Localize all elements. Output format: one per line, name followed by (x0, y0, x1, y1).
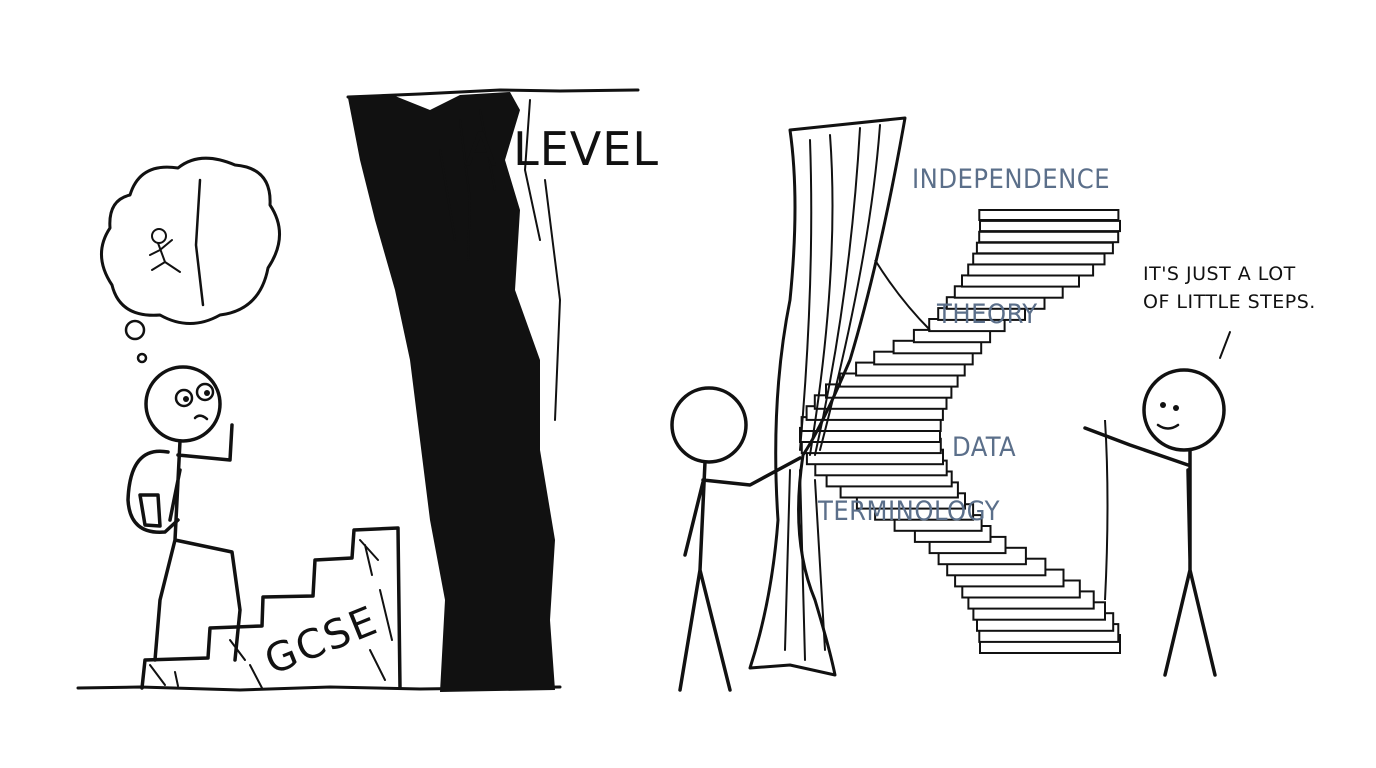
stair-step (975, 241, 1114, 255)
label-independence: INDEPENDENCE (912, 164, 1110, 195)
stair-step (961, 274, 1080, 288)
student-eye-right (195, 382, 215, 402)
stair-rail (874, 259, 1109, 601)
speech-line-2: OF LITTLE STEPS. (1143, 291, 1316, 313)
thought-bubble (100, 156, 281, 364)
stair-step (953, 285, 1064, 299)
pointing-figure (1083, 331, 1231, 677)
left-panel: GCSE A LEVEL (76, 88, 659, 692)
label-terminology: TERMINOLOGY (817, 496, 1000, 527)
curtain (748, 116, 907, 677)
gcse-label: GCSE (259, 598, 385, 685)
worried-student (126, 365, 242, 662)
student-eye-left (174, 388, 194, 408)
gcse-steps: GCSE (140, 526, 402, 690)
stair-step (978, 209, 1120, 221)
cliff-top-edge (346, 88, 640, 99)
cliff-shadow (348, 92, 555, 692)
a-level-label: A LEVEL (465, 122, 659, 176)
a-level-cliff: A LEVEL (346, 88, 659, 692)
backpack (126, 449, 180, 534)
stair-step (978, 230, 1120, 244)
speech-line-1: IT'S JUST A LOT (1143, 263, 1296, 285)
stair-step (972, 252, 1106, 266)
label-theory: THEORY (936, 299, 1038, 330)
spiral-staircase (799, 209, 1121, 654)
student-head (144, 365, 222, 443)
curtain-holder-figure (670, 386, 802, 692)
right-panel: INDEPENDENCE THEORY DATA TERMINOLOGY IT'… (670, 116, 1316, 692)
stair-step (979, 219, 1121, 233)
stair-step (967, 263, 1095, 277)
label-data: DATA (952, 432, 1016, 463)
